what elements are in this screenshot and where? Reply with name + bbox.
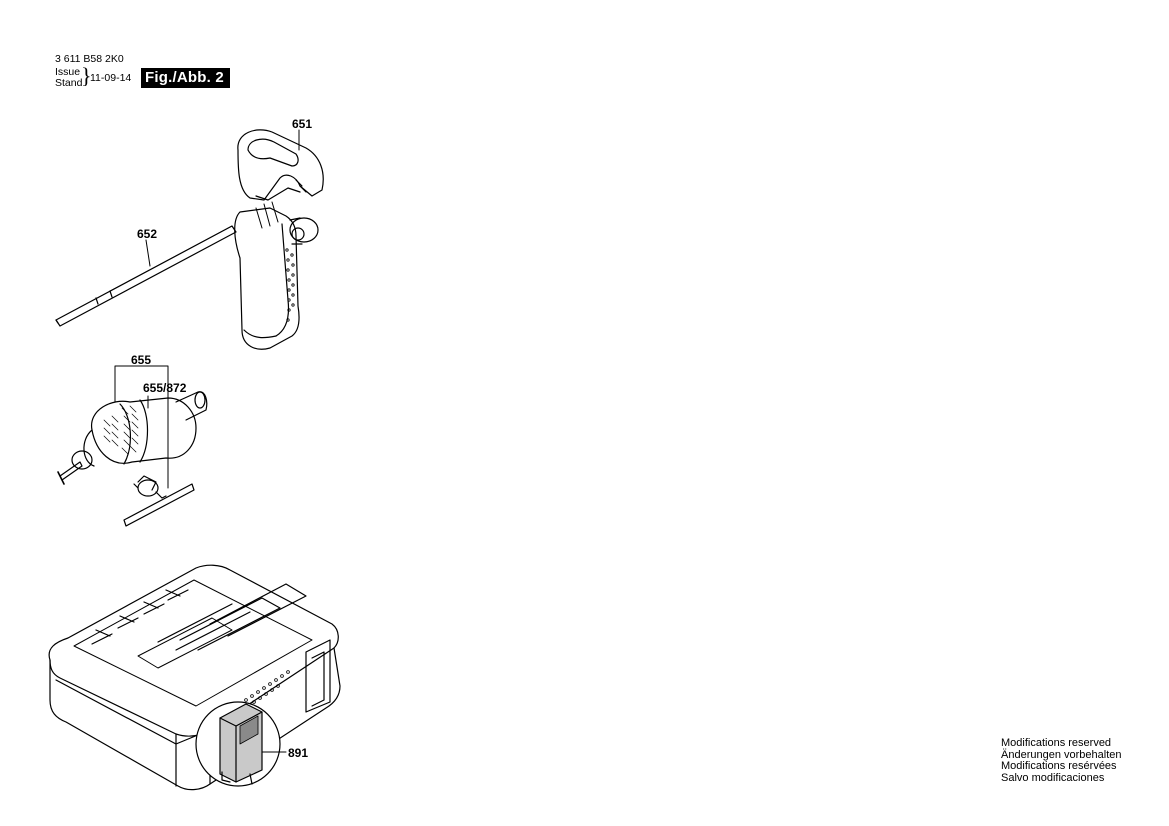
drill-chuck-illustration [57,391,208,527]
issue-date: 11-09-14 [90,72,132,84]
brace-glyph: } [81,63,92,88]
notice-spanish: Salvo modificaciones [1001,771,1105,784]
document-number: 3 611 B58 2K0 [55,53,124,65]
part-label-655-872: 655/872 [143,381,187,395]
issue-label: Issue [55,66,81,78]
part-label-891: 891 [288,746,309,760]
notice-german: Änderungen vorbehalten [1001,748,1122,761]
auxiliary-handle-illustration [234,129,324,350]
carrying-case-illustration [48,564,341,791]
figure-label: Fig./Abb. 2 [141,68,230,88]
modifications-notice: Modifications reserved Änderungen vorbeh… [1001,737,1122,784]
notice-french: Modifications resérvées [1001,760,1117,772]
part-label-652: 652 [137,227,158,241]
notice-english: Modifications reserved [1001,737,1112,749]
part-label-655: 655 [131,353,152,367]
depth-stop-rod-illustration [55,225,237,327]
stand-label: Stand [55,77,83,89]
issue-stand-labels: Issue Stand [55,67,82,89]
part-label-651: 651 [292,117,313,131]
